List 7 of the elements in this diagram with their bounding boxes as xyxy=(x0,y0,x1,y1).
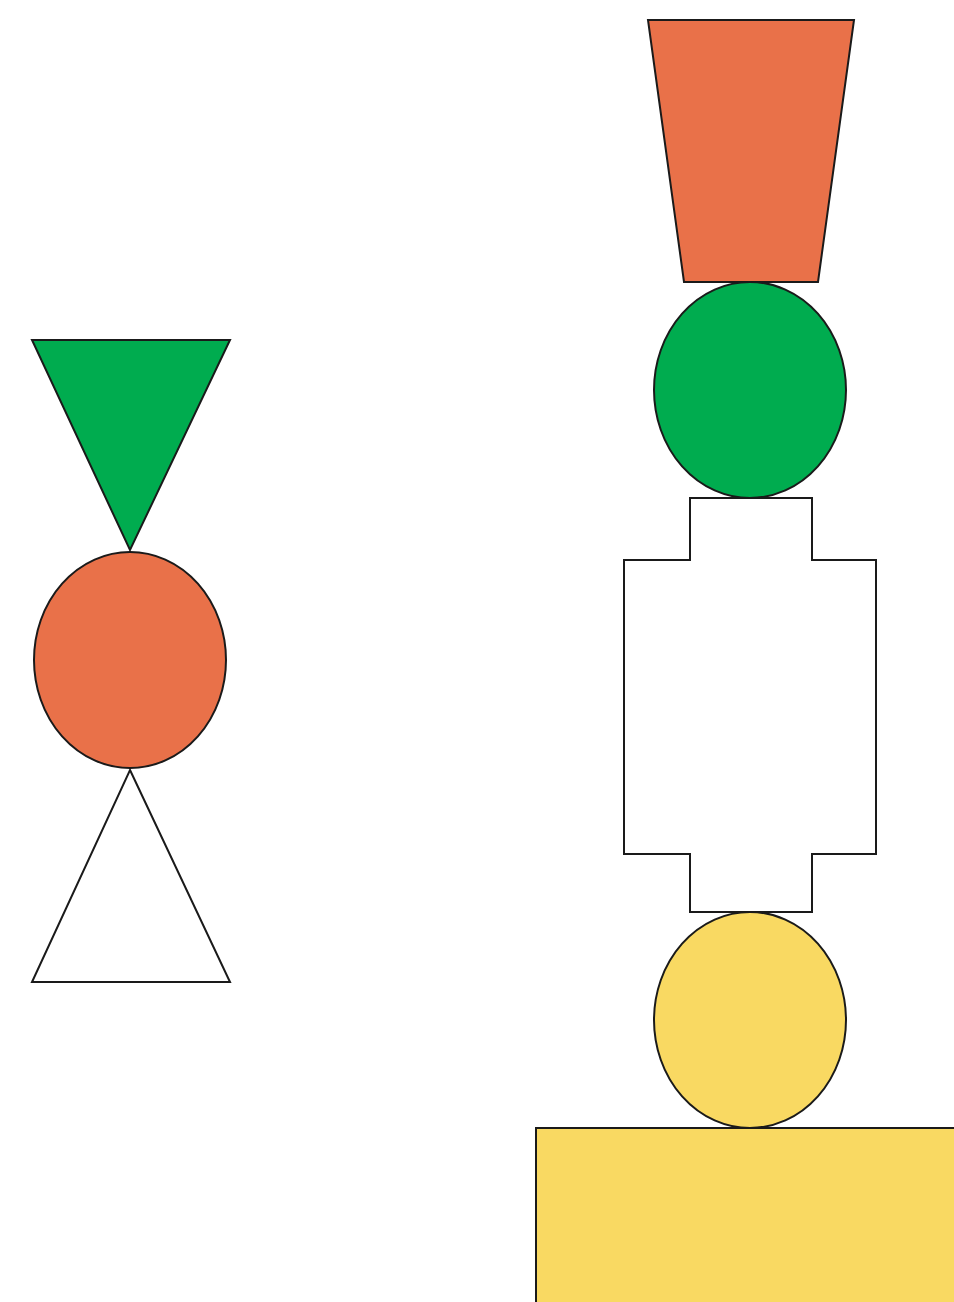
down-triangle xyxy=(30,339,232,553)
circle-shape xyxy=(653,911,847,1129)
trapezoid-shape xyxy=(646,19,856,283)
circle-shape xyxy=(33,551,227,769)
up-triangle xyxy=(30,767,232,983)
circle-shape xyxy=(653,281,847,499)
cross-shape xyxy=(623,497,877,913)
